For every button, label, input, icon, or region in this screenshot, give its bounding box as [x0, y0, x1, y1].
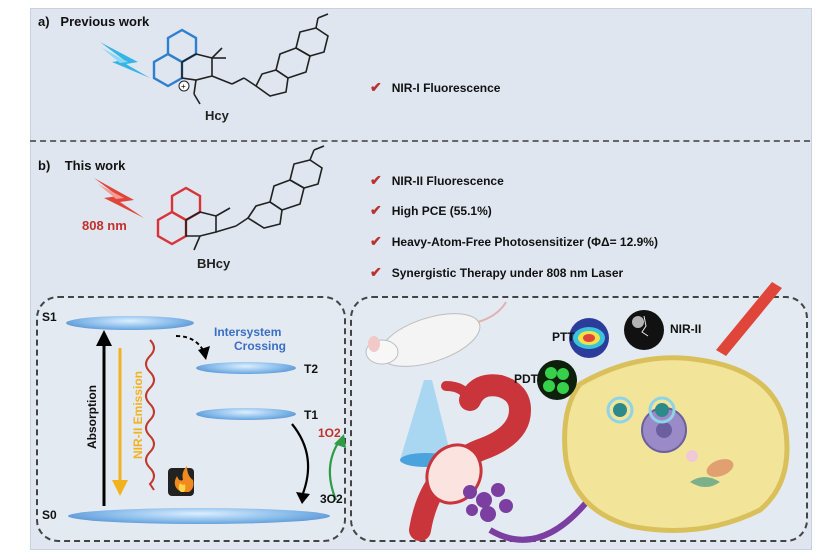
feature-text: Synergistic Therapy under 808 nm Laser: [391, 265, 624, 280]
feature-text: Heavy-Atom-Free Photosensitizer (ΦΔ= 12.…: [391, 234, 658, 249]
panel-b-label: b) This work: [38, 158, 126, 173]
s0-level: [68, 508, 330, 524]
absorption-label: Absorption: [85, 385, 99, 449]
laser-cone-icon: [400, 380, 452, 460]
feature-a-0: ✔ NIR-I Fluorescence: [370, 79, 500, 96]
red-laser-beam-icon: [716, 282, 782, 356]
feature-text: High PCE (55.1%): [391, 203, 492, 218]
fire-icon: [168, 466, 194, 496]
nir-ii-image-icon: [624, 310, 664, 350]
t2-label: T2: [304, 362, 319, 376]
triplet-oxygen-label: 3O2: [320, 492, 343, 506]
isc-label: Intersystem Crossing: [214, 325, 286, 353]
check-icon: ✔: [370, 172, 382, 188]
feature-b-2: ✔ Heavy-Atom-Free Photosensitizer (ΦΔ= 1…: [370, 233, 658, 250]
check-icon: ✔: [370, 233, 382, 249]
check-icon: ✔: [370, 79, 382, 95]
blue-lightning-bolt-icon: [100, 42, 150, 78]
laser-wavelength-label: 808 nm: [82, 218, 127, 233]
check-icon: ✔: [370, 202, 382, 218]
nir-ii-label: NIR-II: [670, 322, 702, 336]
ptt-thermal-image-icon: [569, 318, 609, 358]
hcy-label: Hcy: [205, 108, 229, 123]
panel-a-label: a) Previous work: [38, 14, 150, 29]
s0-label: S0: [42, 508, 57, 522]
t1-label: T1: [304, 408, 319, 422]
isc-line-1: Intersystem: [214, 325, 282, 339]
plus-charge-icon: [178, 80, 190, 92]
feature-text: NIR-I Fluorescence: [391, 80, 501, 95]
panel-divider: [30, 140, 810, 142]
purple-nanoparticles-icon: [463, 483, 513, 522]
cell-icon: [562, 355, 790, 533]
bhcy-label: BHcy: [197, 256, 231, 271]
s1-level: [66, 316, 194, 330]
hcy-structure-icon: [152, 13, 329, 105]
nir-ii-emission-label: NIR-II Emission: [131, 371, 145, 460]
singlet-oxygen-label: 1O2: [318, 426, 341, 440]
mouse-icon: [365, 301, 507, 367]
svg-text:+: +: [181, 82, 186, 91]
jablonski-diagram-box: [36, 296, 346, 542]
t2-level: [196, 362, 296, 374]
feature-b-0: ✔ NIR-II Fluorescence: [370, 172, 504, 189]
isc-line-2: Crossing: [234, 339, 287, 353]
check-icon: ✔: [370, 264, 382, 280]
pdt-fluorescence-image-icon: [537, 360, 577, 400]
feature-b-3: ✔ Synergistic Therapy under 808 nm Laser: [370, 264, 623, 281]
s1-label: S1: [42, 310, 57, 324]
red-lightning-bolt-icon: [94, 178, 144, 218]
ptt-label: PTT: [552, 330, 575, 344]
pdt-label: PDT: [514, 372, 538, 386]
feature-b-1: ✔ High PCE (55.1%): [370, 202, 492, 219]
t1-level: [196, 408, 296, 420]
bhcy-structure-icon: [156, 145, 325, 251]
feature-text: NIR-II Fluorescence: [391, 173, 504, 188]
